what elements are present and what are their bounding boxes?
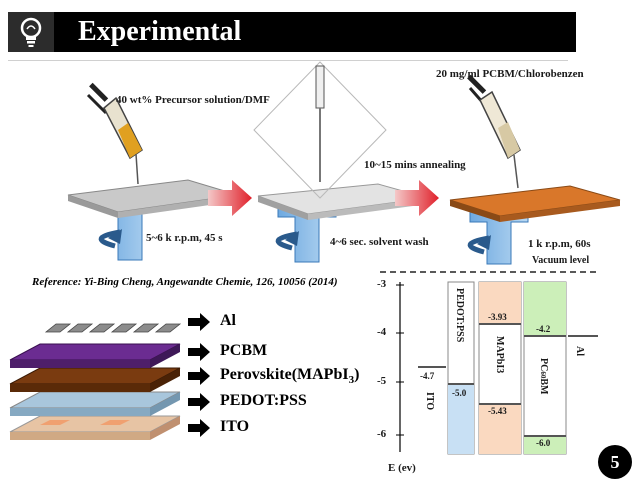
device-stack [9, 323, 182, 440]
al-label: Al [574, 346, 585, 356]
syringe-icon-3 [467, 74, 521, 189]
title-bar [8, 12, 576, 52]
step1-solution-label: 40 wt% Precursor solution/DMF [116, 94, 270, 106]
page-number-badge: 5 [598, 445, 632, 479]
ito-label: ITO [424, 392, 435, 411]
step3-solution-label: 20 mg/ml PCBM/Chlorobenzen [436, 68, 584, 80]
reference-citation: Reference: Yi-Bing Cheng, Angewandte Che… [32, 276, 338, 288]
layer-label-pedot: PEDOT:PSS [220, 392, 307, 409]
lightbulb-icon [8, 12, 54, 52]
vacuum-level-label: Vacuum level [532, 255, 590, 266]
layer-label-pcbm: PCBM [220, 342, 268, 359]
page-title: Experimental [78, 16, 242, 47]
mapbi3-homo-value: -5.43 [488, 406, 507, 416]
mapbi3-label: MAPbI3 [494, 336, 505, 374]
ito-value: -4.7 [420, 371, 435, 381]
energy-axis-label: E (ev) [388, 462, 416, 474]
process-arrow-2 [395, 180, 439, 216]
layer-label-ito: ITO [220, 418, 250, 435]
pedot-value: -5.0 [452, 388, 467, 398]
pcbm-homo-value: -6.0 [536, 438, 551, 448]
layer-label-perovskite: Perovskite(MAPbI3) [220, 366, 360, 387]
layer-label-al: Al [220, 312, 236, 329]
lightbulb-icon-svg [20, 17, 42, 47]
pipette-icon-2 [253, 61, 387, 199]
energy-tick-3: -3 [377, 278, 387, 290]
syringe-icon-1 [86, 82, 143, 185]
step2-spin-label: 4~6 sec. solvent wash [330, 236, 429, 248]
pcbm-label: PC60BM [538, 358, 549, 395]
title-underline [8, 60, 568, 61]
pedot-label: PEDOT:PSS [454, 288, 465, 343]
energy-tick-6: -6 [377, 428, 387, 440]
mapbi3-lumo-value: -3.93 [488, 312, 507, 322]
annealing-label: 10~15 mins annealing [364, 159, 466, 171]
step3-spin-label: 1 k r.p.m, 60s [528, 238, 591, 250]
energy-tick-5: -5 [377, 375, 387, 387]
energy-tick-4: -4 [377, 326, 387, 338]
process-arrow-1 [208, 180, 252, 216]
layer-arrows [188, 313, 210, 437]
pcbm-lumo-value: -4.2 [536, 324, 551, 334]
step1-spin-label: 5~6 k r.p.m, 45 s [146, 232, 223, 244]
